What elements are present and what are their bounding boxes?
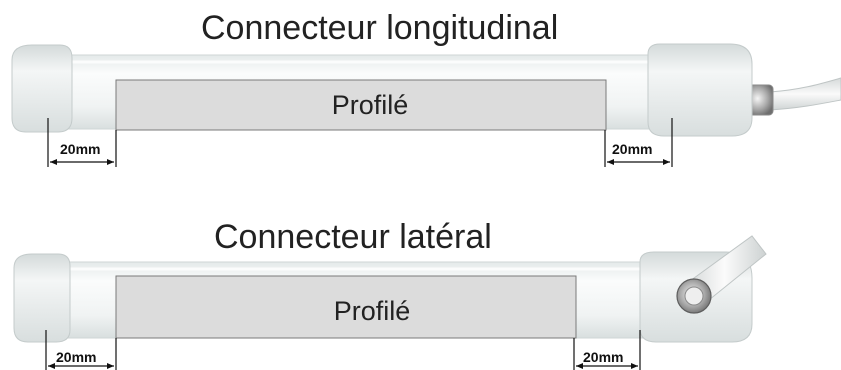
title-connecteur-longitudinal: Connecteur longitudinal: [201, 9, 559, 47]
dim-label-right-lateral: 20mm: [583, 349, 623, 365]
profile-box: [115, 79, 607, 131]
dim-label-right: 20mm: [612, 141, 652, 157]
dim-label-left-lateral: 20mm: [56, 349, 96, 365]
dim-label-left: 20mm: [60, 141, 100, 157]
end-cap-left-lateral: [13, 253, 71, 343]
lateral-assembly: Profilé 20mm 20mm: [13, 235, 767, 370]
profile-label: Profilé: [332, 90, 409, 120]
title-connecteur-lateral: Connecteur latéral: [214, 218, 492, 256]
cable: [769, 77, 841, 111]
end-cap-left: [11, 44, 73, 133]
profile-label-lateral: Profilé: [334, 296, 411, 326]
longitudinal-assembly: Profilé 20mm 20mm: [11, 43, 841, 167]
profile-box-lateral: [115, 275, 577, 339]
longitudinal-connector: [647, 43, 753, 137]
